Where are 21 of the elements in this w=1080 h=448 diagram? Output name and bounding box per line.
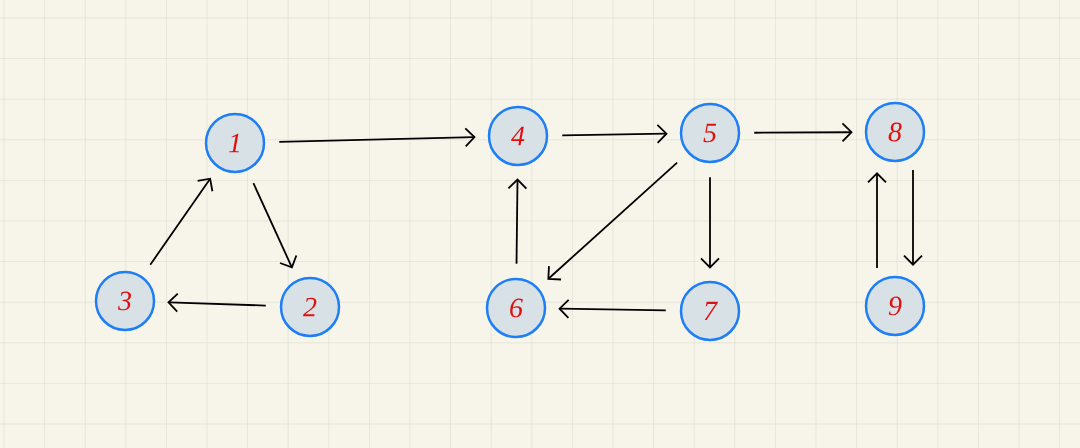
circle-node: 7: [679, 280, 741, 342]
arrow: [252, 182, 298, 269]
circle-node: 5: [679, 102, 741, 164]
arrow: [867, 172, 887, 269]
circle-node: 4: [487, 105, 549, 167]
circle-node: 9: [864, 275, 926, 337]
circle-node: 1: [204, 112, 266, 174]
arrow: [149, 177, 214, 266]
arrow: [278, 127, 476, 148]
arrow: [507, 178, 528, 265]
arrow: [561, 123, 668, 144]
arrow: [547, 161, 679, 281]
circle-node: 2: [279, 276, 341, 338]
circle-node: 8: [864, 101, 926, 163]
arrow: [167, 292, 267, 313]
arrow: [753, 122, 853, 143]
circle-node: 6: [485, 277, 547, 339]
arrow: [903, 169, 923, 266]
arrow: [700, 176, 720, 269]
circle-node: 3: [94, 270, 156, 332]
arrow: [558, 298, 667, 319]
